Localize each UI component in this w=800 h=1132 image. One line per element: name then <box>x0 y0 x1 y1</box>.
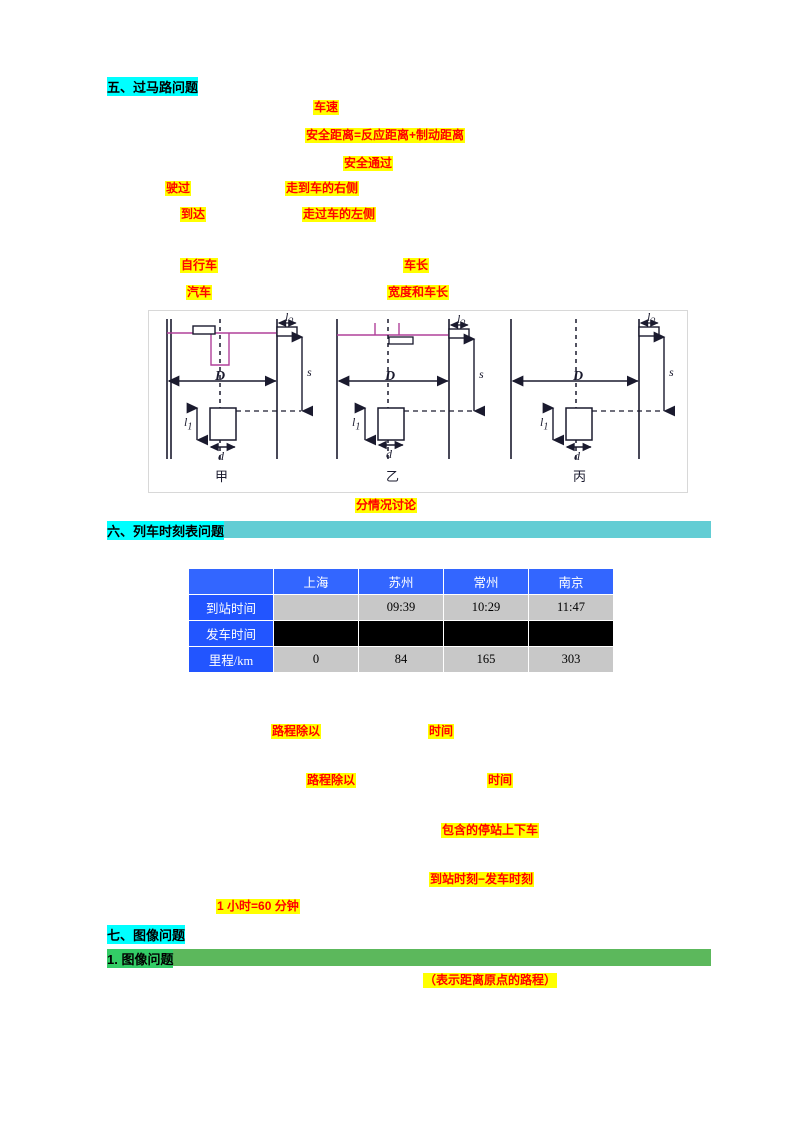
arrival-shanghai <box>273 594 359 621</box>
symbol-l2-bing: l2 <box>647 310 656 328</box>
symbol-D-yi: D <box>385 369 396 384</box>
section-band-six <box>107 521 711 538</box>
symbol-d-yi: d <box>386 447 392 461</box>
departure-changzhou <box>443 620 529 647</box>
departure-shanghai <box>273 620 359 647</box>
section-heading-six: 六、列车时刻表问题 <box>107 521 225 540</box>
note-distance-divided-by-1: 路程除以 <box>271 724 322 739</box>
symbol-l1-sub-jia: 1 <box>187 421 193 433</box>
train-timetable: 上海 苏州 常州 南京 到站时间 09:39 10:29 11:47 发车时间 <box>188 568 614 673</box>
table-corner-cell <box>188 568 274 595</box>
note-drive-past: 驶过 <box>165 181 192 196</box>
note-safe-pass: 安全通过 <box>343 156 394 171</box>
section-heading-seven: 七、图像问题 <box>107 925 186 944</box>
symbol-D-jia: D <box>215 369 226 384</box>
symbol-l1-bing: l1 <box>540 415 549 433</box>
symbol-l2-yi: l2 <box>457 312 466 330</box>
symbol-l1-sub-bing: 1 <box>543 421 549 433</box>
mileage-suzhou: 84 <box>358 646 444 673</box>
mileage-nanjing: 303 <box>528 646 614 673</box>
table-row: 发车时间 <box>188 620 614 647</box>
arrival-changzhou: 10:29 <box>443 594 529 621</box>
row-header-departure-time: 发车时间 <box>188 620 274 647</box>
note-width-and-length: 宽度和车长 <box>387 285 450 300</box>
note-car: 汽车 <box>186 285 213 300</box>
symbol-l2-sub-bing: 2 <box>650 316 656 328</box>
panel-label-jia: 甲 <box>215 469 229 484</box>
note-case-discussion: 分情况讨论 <box>355 498 418 513</box>
section-heading-five: 五、过马路问题 <box>107 77 199 96</box>
subsection-heading-graph: 1. 图像问题 <box>107 949 174 968</box>
symbol-D-bing: D <box>573 369 584 384</box>
note-origin-distance: （表示距离原点的路程） <box>423 973 558 988</box>
symbol-l2-jia: l2 <box>285 310 294 328</box>
note-bicycle: 自行车 <box>180 258 219 273</box>
note-distance-divided-by-2: 路程除以 <box>306 773 357 788</box>
symbol-s-yi: s <box>479 367 484 381</box>
subsection-band-graph <box>107 949 711 966</box>
column-header-nanjing: 南京 <box>528 568 614 595</box>
row-header-mileage: 里程/km <box>188 646 274 673</box>
panel-label-bing: 丙 <box>573 469 587 484</box>
symbol-d-jia: d <box>218 449 224 463</box>
column-header-suzhou: 苏州 <box>358 568 444 595</box>
symbol-d-bing: d <box>574 449 580 463</box>
departure-nanjing <box>528 620 614 647</box>
symbol-l2-sub-yi: 2 <box>460 318 466 330</box>
column-header-changzhou: 常州 <box>443 568 529 595</box>
panel-label-yi: 乙 <box>386 469 400 484</box>
departure-suzhou <box>358 620 444 647</box>
note-walk-to-right-side: 走到车的右侧 <box>285 181 360 196</box>
crossing-diagram: D s l2 l1 d D s l2 l1 d D s l2 l1 d 甲 乙 … <box>148 310 688 493</box>
note-vehicle-length: 车长 <box>403 258 430 273</box>
note-arrival-minus-departure: 到站时刻−发车时刻 <box>429 872 535 887</box>
note-speed: 车速 <box>313 100 340 115</box>
crossing-diagram-svg <box>166 319 676 459</box>
row-header-arrival-time: 到站时间 <box>188 594 274 621</box>
note-time-1: 时间 <box>428 724 455 739</box>
column-header-shanghai: 上海 <box>273 568 359 595</box>
mileage-changzhou: 165 <box>443 646 529 673</box>
note-includes-stop-boarding: 包含的停站上下车 <box>441 823 540 838</box>
symbol-s-jia: s <box>307 365 312 379</box>
arrival-suzhou: 09:39 <box>358 594 444 621</box>
note-safe-distance-formula: 安全距离=反应距离+制动距离 <box>305 128 466 143</box>
note-time-2: 时间 <box>487 773 514 788</box>
table-row: 里程/km 0 84 165 303 <box>188 646 614 673</box>
note-walk-past-left-side: 走过车的左侧 <box>302 207 377 222</box>
table-header-row: 上海 苏州 常州 南京 <box>188 568 614 595</box>
note-hour-equals-minutes: 1 小时=60 分钟 <box>216 899 300 914</box>
symbol-l1-jia: l1 <box>184 415 193 433</box>
symbol-l2-sub-jia: 2 <box>288 316 294 328</box>
mileage-shanghai: 0 <box>273 646 359 673</box>
symbol-l1-yi: l1 <box>352 415 361 433</box>
symbol-l1-sub-yi: 1 <box>355 421 361 433</box>
symbol-s-bing: s <box>669 365 674 379</box>
note-arrive: 到达 <box>180 207 207 222</box>
table-row: 到站时间 09:39 10:29 11:47 <box>188 594 614 621</box>
arrival-nanjing: 11:47 <box>528 594 614 621</box>
